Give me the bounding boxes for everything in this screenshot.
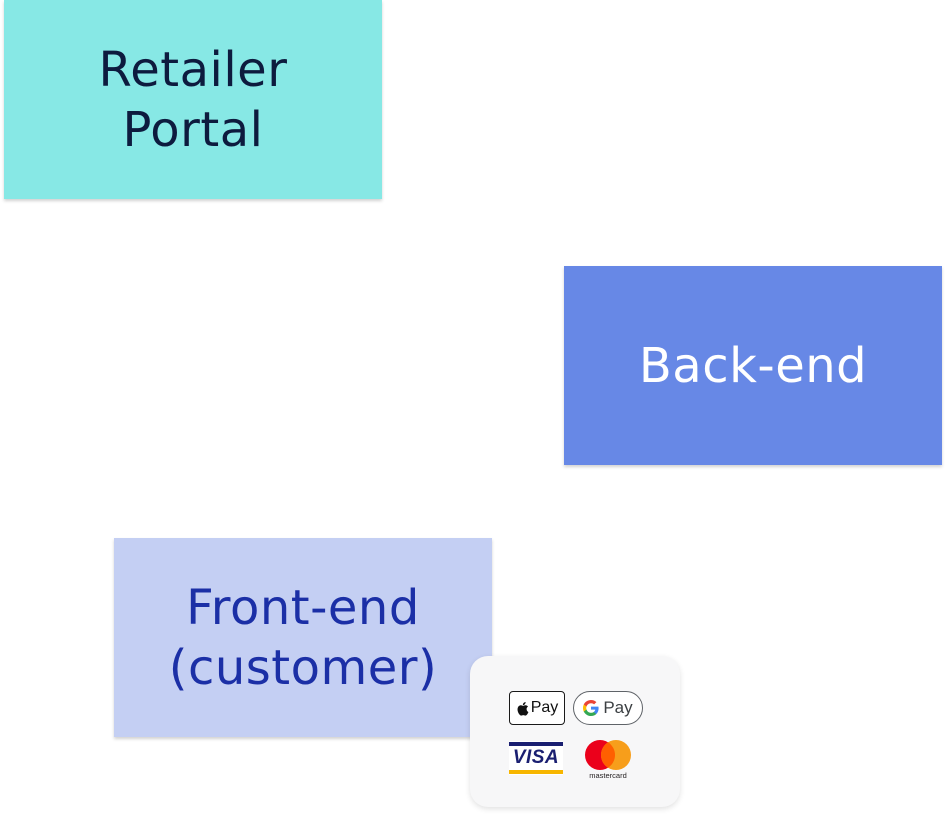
mastercard-icon: mastercard — [582, 738, 634, 780]
apple-pay-label: Pay — [530, 699, 559, 716]
visa-bottom-bar — [509, 770, 563, 774]
mastercard-label: mastercard — [589, 771, 627, 780]
front-end-line2: (customer) — [168, 639, 438, 696]
back-end-box[interactable]: Back-end — [564, 266, 942, 465]
retailer-portal-line1: Retailer — [98, 41, 288, 98]
retailer-portal-line2: Portal — [122, 101, 264, 158]
front-end-label: Front-end (customer) — [169, 578, 437, 698]
google-pay-icon: Pay — [573, 691, 643, 725]
retailer-portal-label: Retailer Portal — [99, 40, 288, 160]
payment-methods-widget: Pay Pay VISA mastercard — [470, 656, 680, 807]
mastercard-logo-icon: mastercard — [585, 740, 631, 780]
front-end-line1: Front-end — [186, 579, 420, 636]
apple-logo-icon — [517, 701, 529, 716]
visa-icon: VISA — [509, 741, 563, 775]
front-end-box[interactable]: Front-end (customer) — [114, 538, 492, 737]
back-end-label: Back-end — [638, 337, 868, 394]
visa-top-bar — [509, 742, 563, 746]
apple-pay-icon: Pay — [509, 691, 565, 725]
google-pay-label: Pay — [603, 698, 633, 717]
retailer-portal-box[interactable]: Retailer Portal — [4, 0, 382, 199]
visa-label: VISA — [512, 747, 560, 768]
google-g-logo-icon — [583, 700, 599, 716]
